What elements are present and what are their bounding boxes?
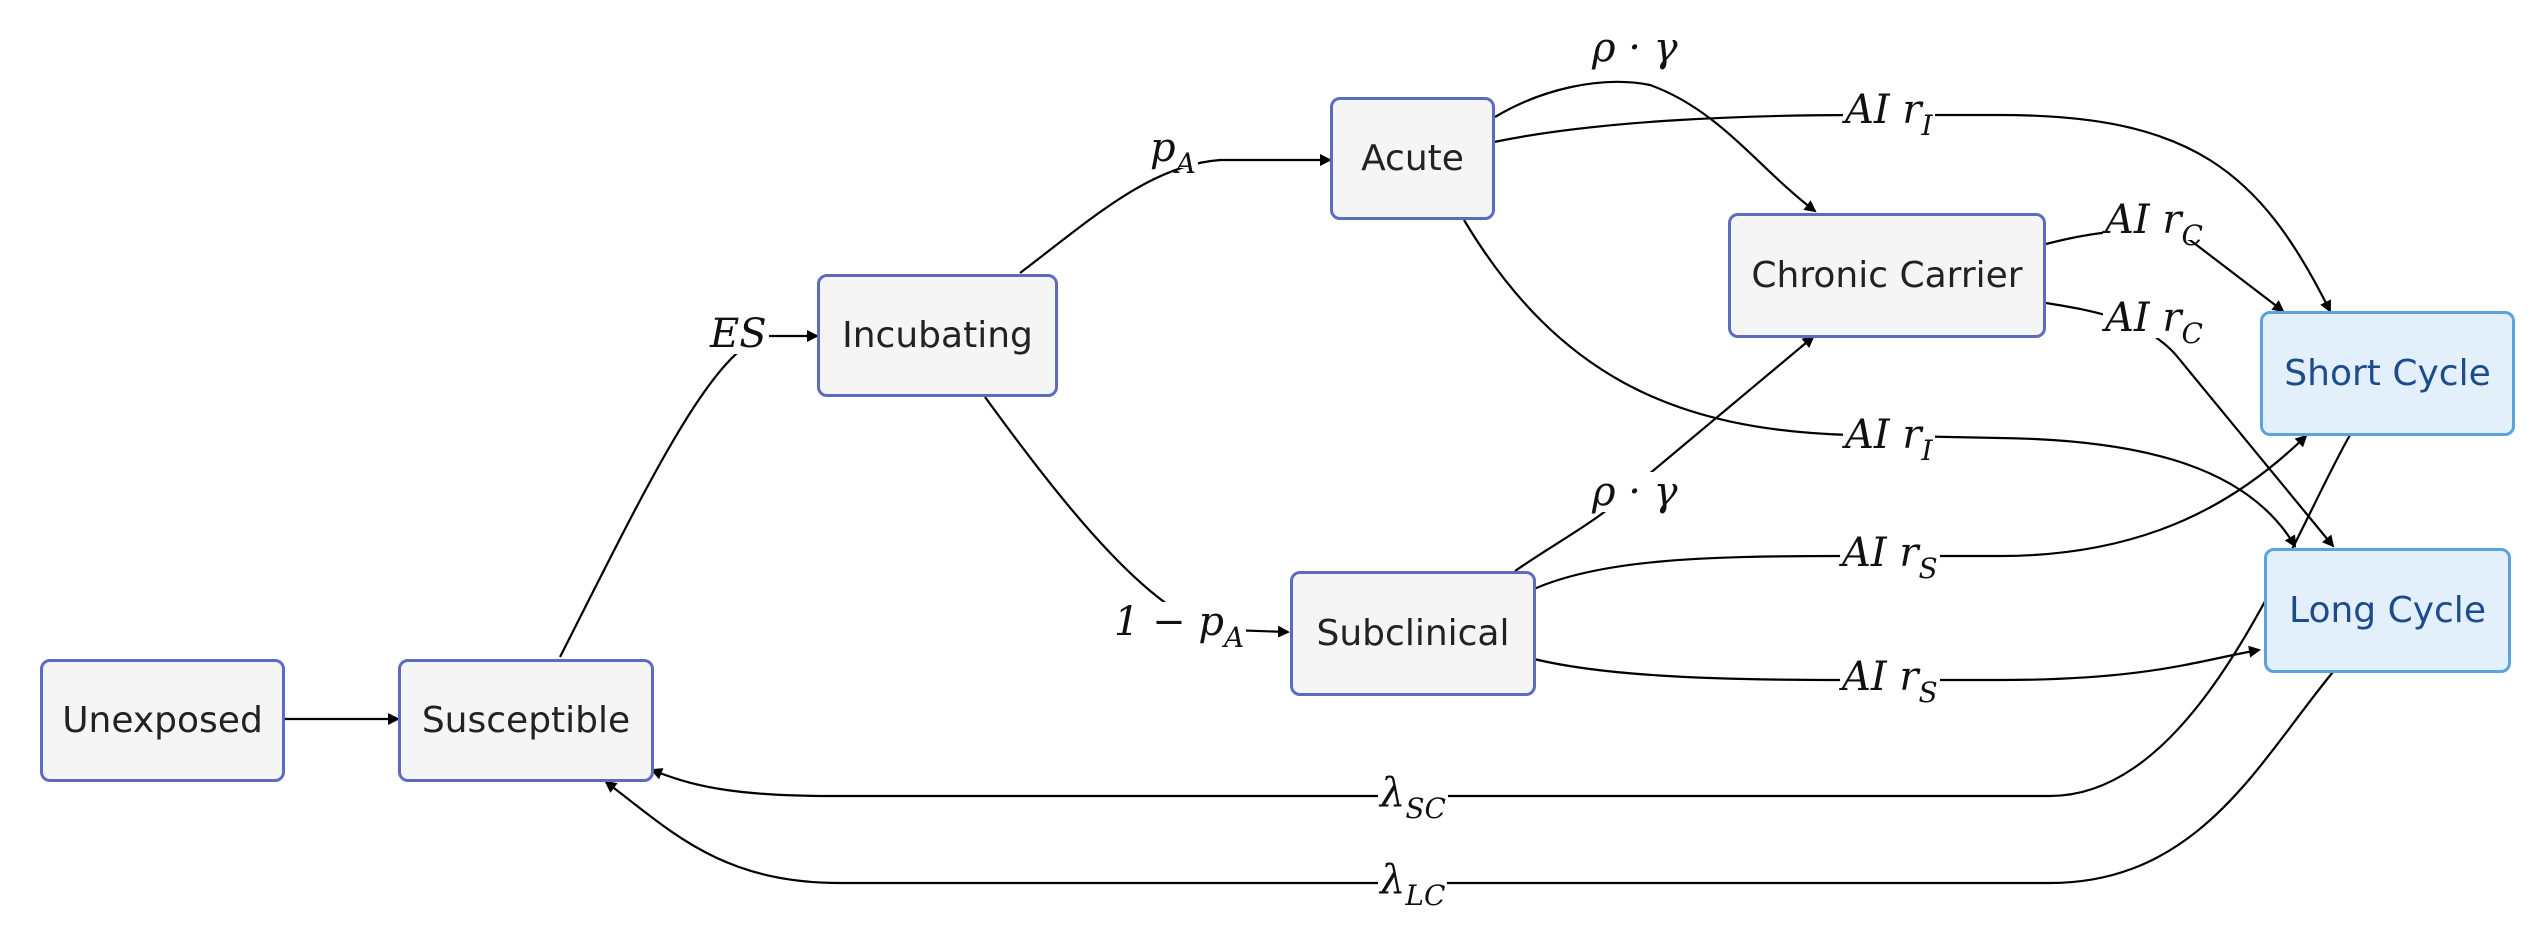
node-short-cycle: Short Cycle [2260, 311, 2515, 436]
edge-incubating-subclinical [984, 396, 1290, 638]
label-lambda-sc-sub: SC [1405, 792, 1446, 825]
label-lambda-sc-main: λ [1380, 770, 1406, 816]
label-ai-rc-sub: C [2181, 317, 2203, 350]
label-ai-rc-main: AI r [2105, 197, 2182, 243]
label-ai-rs-main: AI r [1842, 530, 1919, 576]
edge-longcycle-susceptible [604, 671, 2334, 885]
label-lambda-lc-main: λ [1380, 857, 1406, 903]
node-susceptible: Susceptible [398, 659, 654, 782]
label-ai-ri-main: AI r [1845, 412, 1922, 458]
label-lambda-lc: λLC [1378, 857, 1448, 910]
label-es-text: ES [710, 311, 767, 357]
label-one-minus-p-a: 1 − pA [1112, 599, 1247, 652]
label-ai-rs-sub: S [1918, 676, 1938, 709]
label-rho-gamma-subclinical-text: ρ · γ [1592, 469, 1678, 515]
edge-acute-chronic [1494, 80, 1817, 213]
label-ai-rs-subclinical-long: AI rS [1840, 654, 1940, 707]
label-ai-rc-sub: C [2181, 219, 2203, 252]
label-es: ES [708, 314, 769, 354]
label-ai-ri-sub: I [1921, 434, 1933, 467]
node-long-cycle: Long Cycle [2264, 548, 2511, 673]
label-ai-ri-sub: I [1921, 109, 1933, 142]
edge-incubating-acute [1019, 154, 1332, 274]
label-ai-rc-chronic-long: AI rC [2103, 295, 2205, 348]
label-ai-rs-sub: S [1918, 552, 1938, 585]
node-incubating: Incubating [817, 274, 1058, 397]
node-unexposed: Unexposed [40, 659, 285, 782]
label-p-a-sub: A [1175, 147, 1196, 180]
label-rho-gamma-acute-text: ρ · γ [1592, 25, 1678, 71]
label-rho-gamma-subclinical: ρ · γ [1590, 472, 1680, 512]
label-one-minus-p-a-main: 1 − p [1114, 599, 1224, 645]
edge-subclinical-shortcycle [1533, 434, 2308, 591]
label-p-a: pA [1148, 125, 1198, 178]
label-ai-ri-acute-short: AI rI [1843, 87, 1935, 140]
label-one-minus-p-a-sub: A [1224, 621, 1245, 654]
edge-acute-shortcycle [1493, 113, 2331, 313]
label-ai-rc-main: AI r [2105, 295, 2182, 341]
label-p-a-main: p [1150, 125, 1176, 171]
node-subclinical: Subclinical [1290, 571, 1536, 696]
label-ai-ri-acute-long: AI rI [1843, 412, 1935, 465]
edge-susceptible-incubating [559, 330, 819, 658]
label-ai-rs-main: AI r [1842, 654, 1919, 700]
edge-subclinical-chronic [1514, 335, 1815, 572]
label-rho-gamma-acute: ρ · γ [1590, 28, 1680, 68]
node-chronic-carrier: Chronic Carrier [1728, 213, 2046, 338]
label-ai-ri-main: AI r [1845, 87, 1922, 133]
label-ai-rs-subclinical-short: AI rS [1840, 530, 1940, 583]
edge-shortcycle-susceptible [650, 434, 2351, 798]
label-ai-rc-chronic-short: AI rC [2103, 197, 2205, 250]
node-acute: Acute [1330, 97, 1495, 220]
label-lambda-lc-sub: LC [1405, 879, 1446, 912]
label-lambda-sc: λSC [1378, 770, 1448, 823]
edge-acute-longcycle [1463, 219, 2297, 548]
